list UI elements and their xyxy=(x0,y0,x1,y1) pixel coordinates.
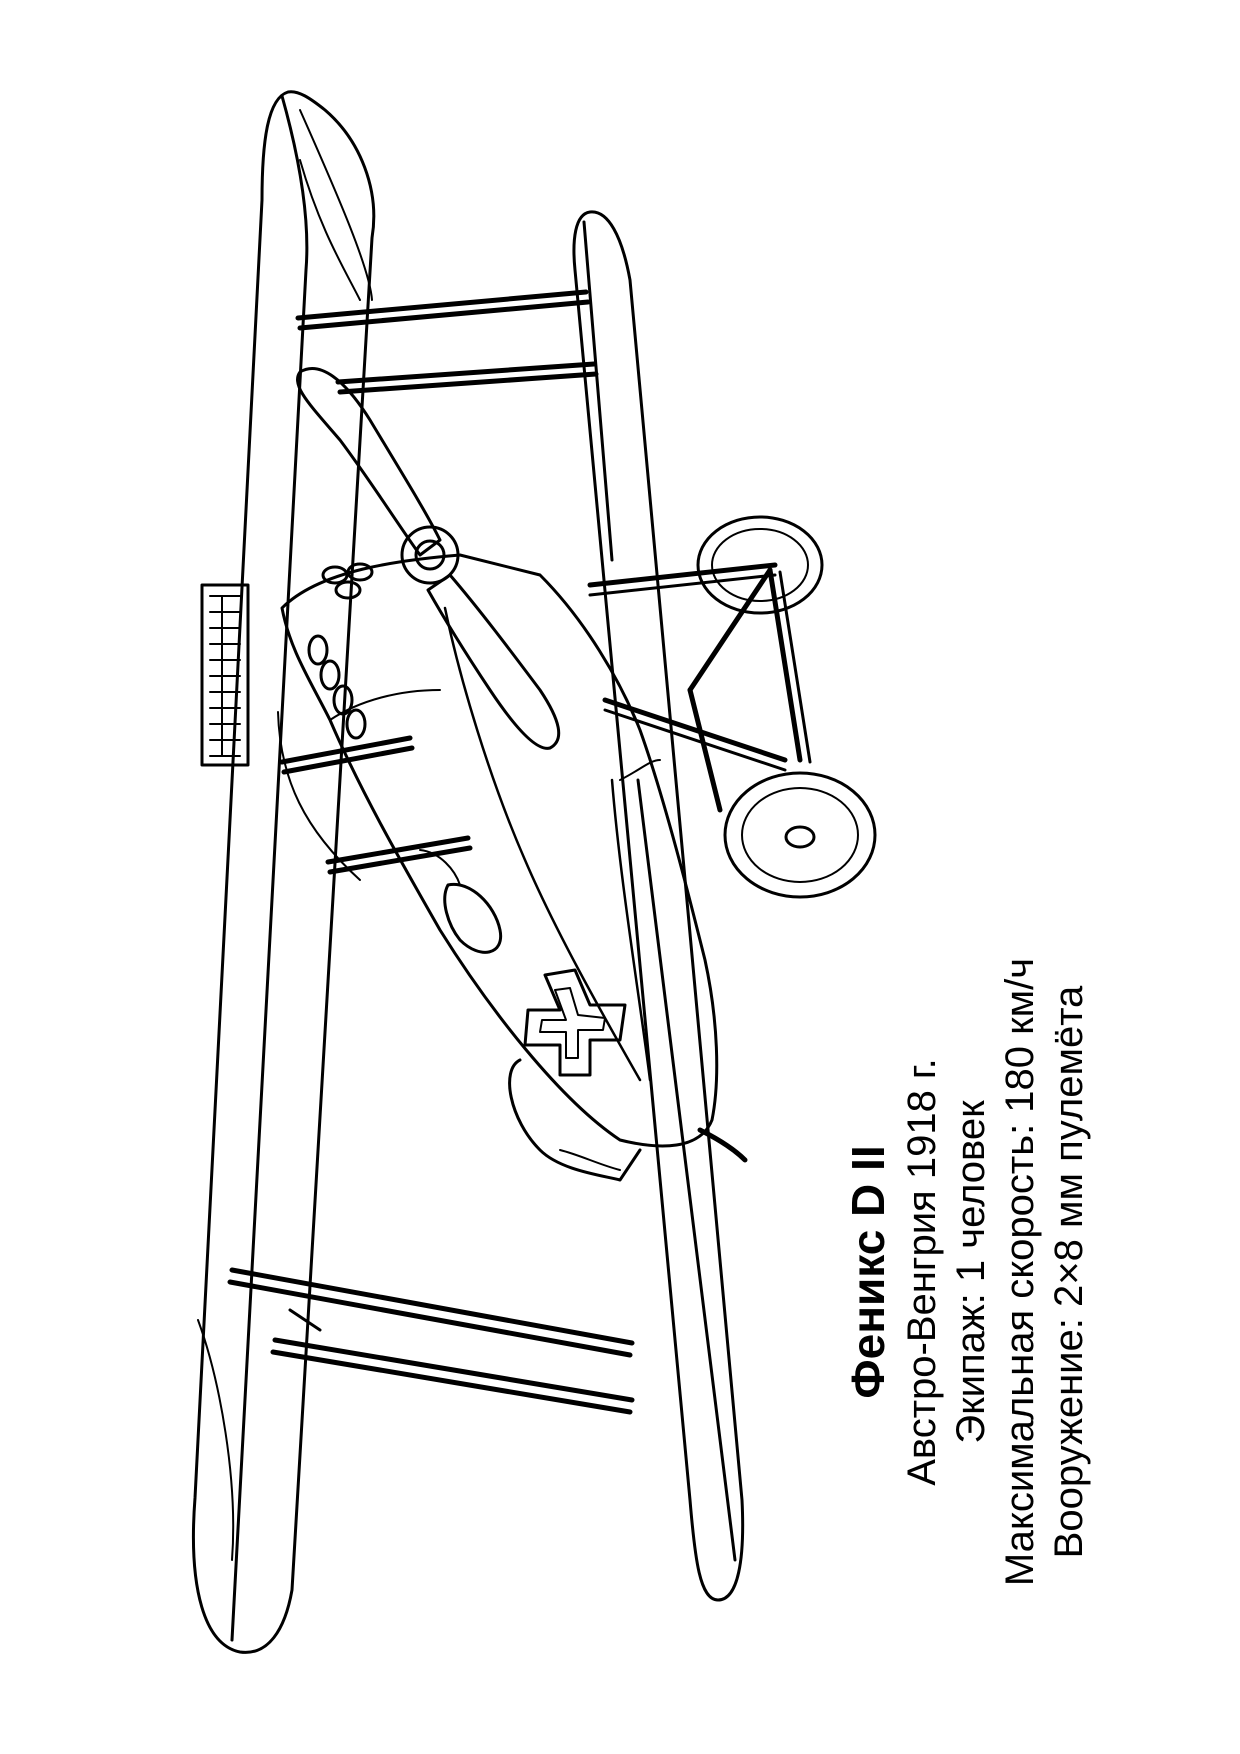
lower-wing xyxy=(572,210,745,1602)
landing-gear xyxy=(587,562,812,813)
wing-root xyxy=(610,778,652,1082)
radiator xyxy=(200,583,250,767)
wheel-front xyxy=(723,771,877,899)
wing-struts xyxy=(227,289,635,1415)
upper-wing xyxy=(191,90,376,1654)
wheels xyxy=(696,515,877,899)
fuselage xyxy=(280,553,748,1182)
wheel-rear xyxy=(696,515,824,615)
propeller xyxy=(295,367,561,750)
cross-insignia xyxy=(523,968,627,1077)
cabane-struts xyxy=(279,735,473,875)
